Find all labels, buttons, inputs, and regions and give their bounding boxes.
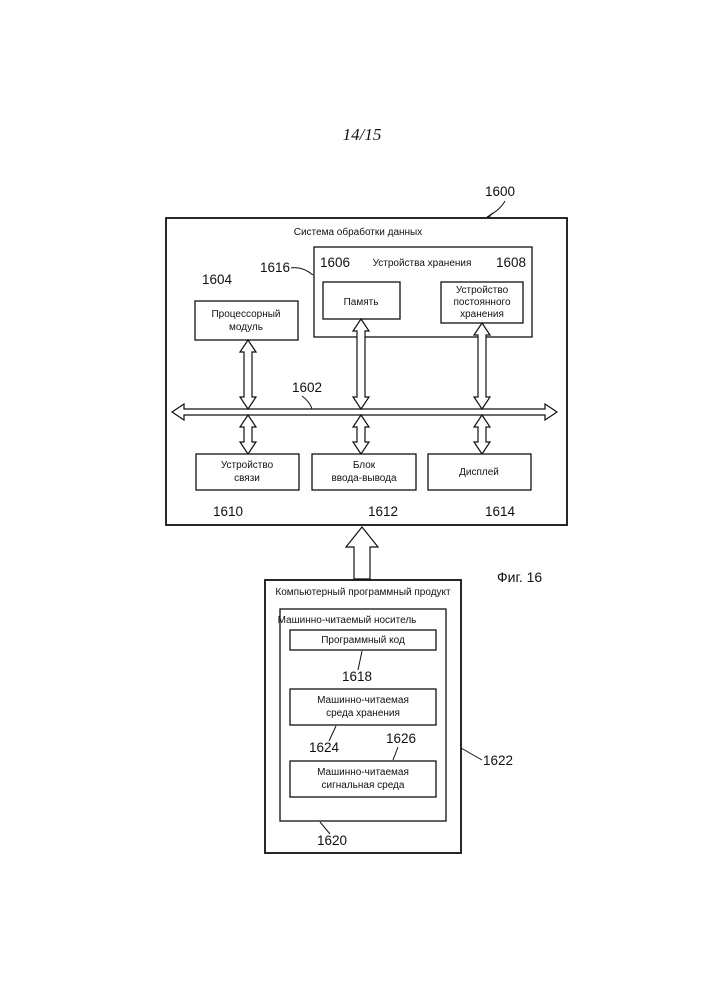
io-unit-line1: Блок: [353, 460, 376, 471]
product-to-system-arrow: [346, 527, 378, 579]
storage-medium-line1: Машинно-читаемая: [317, 695, 409, 706]
data-processing-system-title: Система обработки данных: [294, 226, 422, 238]
leader-1622: [461, 748, 482, 760]
processor-unit-box: [195, 301, 298, 340]
signal-medium-line1: Машинно-читаемая: [317, 767, 409, 778]
machine-readable-media-title: Машинно-читаемый носитель: [278, 615, 417, 626]
page-number: 14/15: [343, 125, 382, 144]
ref-1624: 1624: [309, 740, 340, 755]
communication-unit-line1: Устройство: [221, 460, 274, 471]
ref-1610: 1610: [213, 504, 243, 519]
computer-program-product-title: Компьютерный программный продукт: [275, 587, 451, 598]
ref-1622: 1622: [483, 753, 513, 768]
storage-medium-line2: среда хранения: [326, 708, 400, 719]
memory-label: Память: [344, 297, 379, 308]
persistent-storage-line1: Устройство: [456, 285, 509, 296]
ref-1612: 1612: [368, 504, 398, 519]
communication-unit-line2: связи: [234, 473, 260, 484]
persistent-storage-line3: хранения: [460, 309, 504, 320]
ref-1600: 1600: [485, 184, 515, 199]
ref-1618: 1618: [342, 669, 372, 684]
processor-unit-line1: Процессорный: [211, 309, 280, 320]
display-label: Дисплей: [459, 467, 499, 478]
ref-1620: 1620: [317, 833, 347, 848]
ref-1616: 1616: [260, 260, 290, 275]
ref-1614: 1614: [485, 504, 516, 519]
io-unit-line2: ввода-вывода: [331, 473, 396, 484]
ref-1604: 1604: [202, 272, 233, 287]
ref-1602: 1602: [292, 380, 322, 395]
ref-1606: 1606: [320, 255, 350, 270]
storage-devices-title: Устройства хранения: [373, 258, 472, 269]
program-code-label: Программный код: [321, 635, 405, 646]
figure-label: Фиг. 16: [497, 569, 542, 585]
leader-1600: [487, 201, 505, 217]
persistent-storage-line2: постоянного: [453, 297, 510, 308]
signal-medium-line2: сигнальная среда: [322, 780, 405, 791]
ref-1608: 1608: [496, 255, 526, 270]
processor-unit-line2: модуль: [229, 322, 263, 333]
ref-1626: 1626: [386, 731, 416, 746]
